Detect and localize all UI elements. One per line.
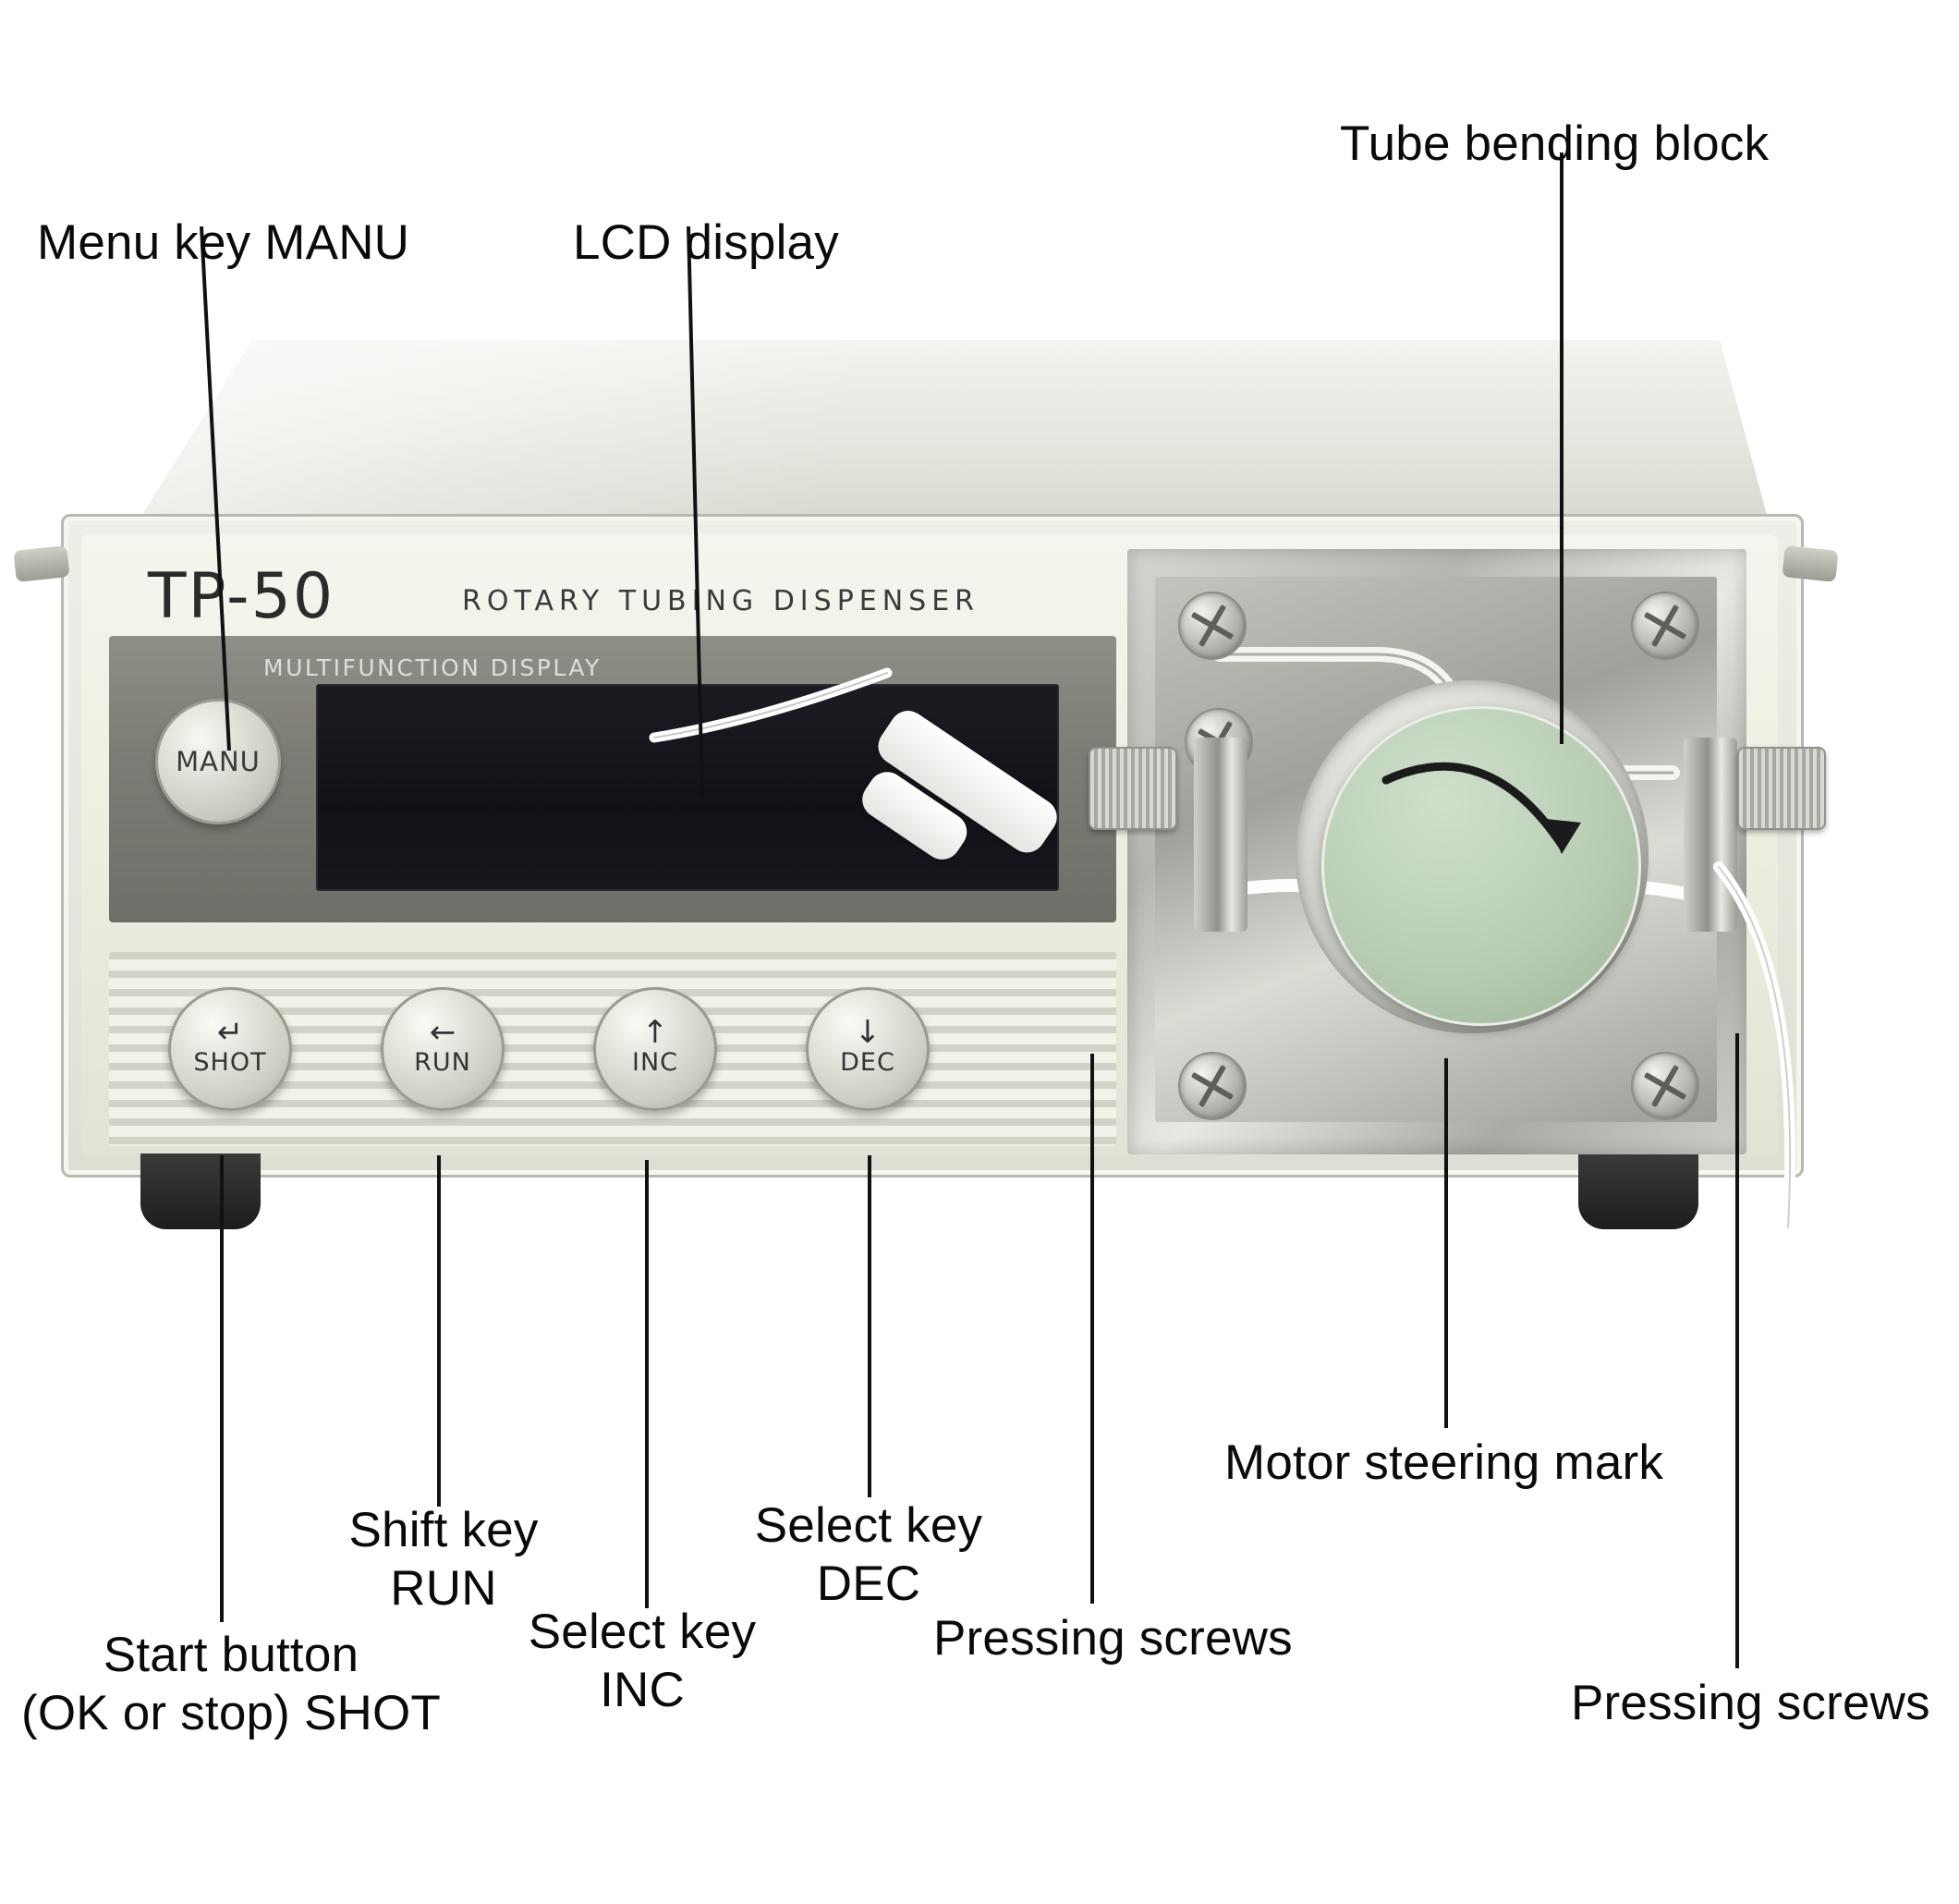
device-subtitle: ROTARY TUBING DISPENSER — [462, 585, 980, 617]
label-motor-steering-mark: Motor steering mark — [1224, 1435, 1664, 1490]
outlet-tube-icon — [1713, 861, 1796, 1233]
run-button[interactable]: ← RUN — [381, 987, 505, 1111]
shot-button-arrow-icon: ↵ — [216, 1013, 244, 1051]
label-pressing-screws-top: Pressing screws — [933, 1611, 1293, 1666]
run-button-arrow-icon: ← — [429, 1013, 456, 1051]
inc-button-arrow-icon: ↑ — [641, 1013, 669, 1051]
left-side-knob — [13, 545, 70, 582]
manu-button-label: MANU — [176, 746, 261, 777]
right-foot — [1578, 1153, 1698, 1229]
label-lcd-display: LCD display — [573, 215, 839, 270]
label-menu-key: Menu key MANU — [37, 215, 410, 270]
feed-tube-icon — [649, 667, 893, 743]
pressing-screw-bottom-left — [1178, 1052, 1247, 1120]
dec-button[interactable]: ↓ DEC — [806, 987, 930, 1111]
motor-steering-mark-face — [1321, 706, 1641, 1026]
dec-button-arrow-icon: ↓ — [854, 1013, 882, 1051]
pressing-screw-top-left — [1178, 592, 1247, 660]
pressing-screw-bottom-right — [1631, 1052, 1699, 1120]
left-tube-clamp — [1194, 738, 1247, 932]
shot-button[interactable]: ↵ SHOT — [168, 987, 292, 1111]
device-illustration: TP-50 ROTARY TUBING DISPENSER MULTIFUNCT… — [13, 340, 1857, 1320]
left-foot — [140, 1153, 261, 1229]
run-button-label: RUN — [414, 1047, 471, 1077]
inc-button[interactable]: ↑ INC — [593, 987, 717, 1111]
multifunction-display-caption: MULTIFUNCTION DISPLAY — [263, 654, 602, 681]
device-top-deck-highlight — [135, 340, 1770, 525]
label-start-button-shot: Start button (OK or stop) SHOT — [21, 1628, 441, 1740]
inc-button-label: INC — [631, 1047, 678, 1077]
model-name: TP-50 — [148, 560, 335, 633]
label-shift-key-run: Shift key RUN — [348, 1503, 539, 1616]
label-select-key-dec: Select key DEC — [754, 1498, 983, 1611]
motor-rotation-arrow-icon — [1381, 762, 1581, 854]
right-pressing-thumb-screw[interactable] — [1737, 747, 1826, 830]
right-tube-clamp — [1684, 738, 1737, 932]
manu-button[interactable]: MANU — [155, 699, 281, 824]
left-pressing-thumb-screw[interactable] — [1089, 747, 1177, 830]
dec-button-label: DEC — [840, 1047, 895, 1077]
label-tube-bending-block: Tube bending block — [1340, 116, 1770, 171]
label-select-key-inc: Select key INC — [528, 1605, 757, 1717]
label-pressing-screws-right: Pressing screws — [1571, 1676, 1930, 1730]
pressing-screw-top-right — [1631, 592, 1699, 660]
shot-button-label: SHOT — [193, 1047, 267, 1077]
right-side-knob — [1782, 545, 1839, 582]
